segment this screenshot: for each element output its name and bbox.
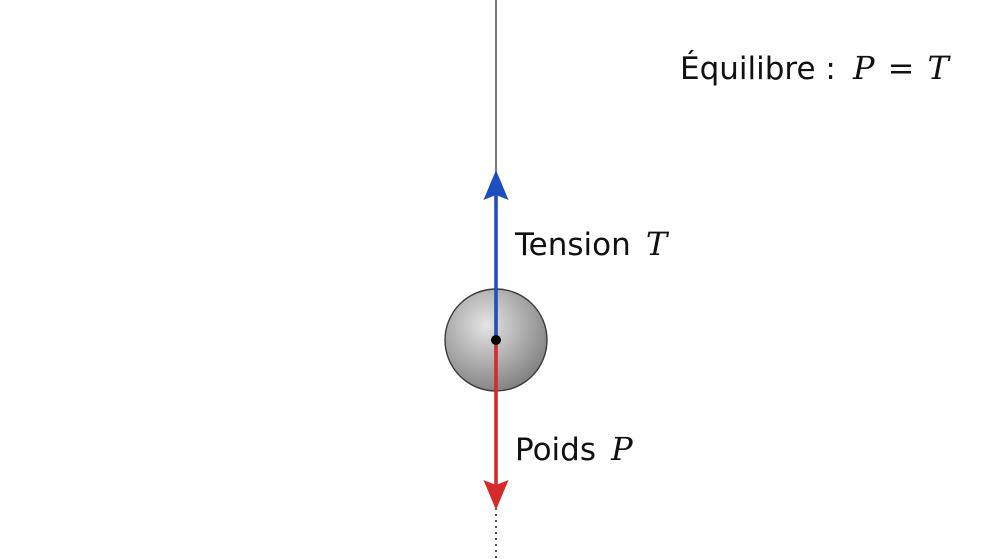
equilibrium-equals: = bbox=[888, 49, 915, 87]
equilibrium-rhs: T bbox=[928, 49, 952, 87]
tension-arrow-head bbox=[483, 170, 509, 200]
weight-label-text: Poids bbox=[515, 432, 596, 468]
weight-symbol: P bbox=[610, 430, 633, 468]
equilibrium-annotation: Équilibre : P = T bbox=[680, 49, 952, 87]
tension-arrow bbox=[483, 170, 509, 340]
tension-symbol: T bbox=[646, 225, 670, 263]
tension-label: Tension T bbox=[514, 225, 670, 263]
equilibrium-label: Équilibre : bbox=[680, 51, 836, 87]
equilibrium-lhs: P bbox=[852, 49, 875, 87]
tension-label-text: Tension bbox=[514, 227, 631, 263]
weight-arrow bbox=[483, 340, 509, 510]
center-of-mass-dot bbox=[491, 335, 501, 345]
weight-label: Poids P bbox=[515, 430, 633, 468]
weight-arrow-head bbox=[483, 480, 509, 510]
